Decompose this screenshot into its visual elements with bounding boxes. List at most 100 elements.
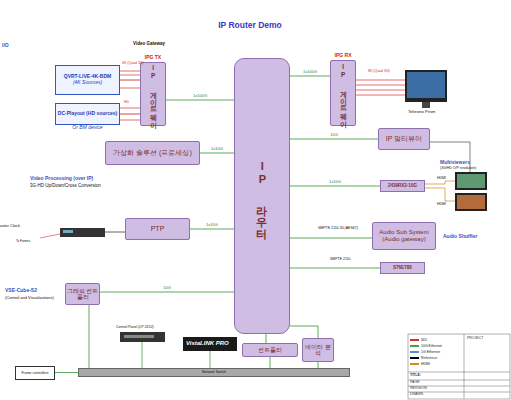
diagram-title: IP Router Demo [180,21,320,30]
title-rule [408,372,510,373]
note-label: 8K (Quad 3G) [368,70,390,74]
node-text: 데이터 분석 [303,344,333,357]
connector-line [89,305,90,368]
ptp-box: PTP [125,218,190,240]
note-label: I/O [2,43,9,49]
monitor-screen [457,195,485,209]
note-label: aster Clock [0,224,20,228]
note-label: VSE-Cube-S2 [5,288,37,294]
connector-line [166,100,234,101]
legend-row: Reference [410,355,462,361]
legend-text: SDI [421,338,427,342]
note-label: Audio Shuffler [443,234,477,240]
note-label: HD [124,101,129,105]
monitor-body [405,70,447,102]
connector-line [120,80,140,81]
source-box: DC-Playout (HD sources)Or BM device [55,103,120,125]
node-text: IP 라우터 [256,160,269,232]
controller-box: 그래픽 컨트롤러 [65,283,100,305]
multiview-monitors [425,142,487,211]
note-label: PROJECT [467,337,483,341]
note-label: Control Panel (LP-3152) [116,326,154,330]
legend-text: HDMI [421,362,430,366]
node-heading: IPG TX [145,55,161,61]
multiviewer-box: IP 멀티뷰어 [378,128,430,150]
note-label: HDMI [437,203,446,207]
node-text: 2439RX2-10G [388,183,417,188]
router-box: IP 라우터 [234,58,290,334]
control-hardware [120,332,237,368]
legend-swatch [410,357,419,359]
node-text: Network Switch [202,370,226,374]
legend-swatch [410,345,419,347]
sdi-wire [120,75,140,76]
device-box: S76ET88 [380,262,425,274]
vertical-text-column: IP 게이트웨이 [339,63,346,123]
connector-line [200,153,234,154]
device-box: 2439RX2-10G [380,180,425,192]
connector-line [100,292,234,293]
controller-box: 컨트롤러 [242,343,298,357]
title-rule [464,334,465,399]
connector-line [290,326,318,338]
note-label: SMPTE 2110 [330,258,351,262]
source-box: QVRT-LIVE-4K-BDM(4K Sources) [55,65,120,95]
legend-swatch [410,363,419,365]
connector-line [290,76,330,77]
processing-box: 가상화 솔루션 (프로세싱) [105,141,200,165]
connector-line [55,372,78,373]
vistalink-badge [183,337,237,351]
connector-line [290,139,378,140]
sdi-wire [356,80,405,81]
master-clock [40,228,125,238]
clock-wire [40,234,60,238]
node-text: Audio Sub System (Audio gateway) [373,229,435,243]
vertical-text-column: IP 게이트웨이 [149,64,156,124]
legend-swatch [410,339,419,341]
legend-row: 1G Ethernet [410,349,462,355]
sdi-wire [356,90,405,91]
node-heading: IPG RX [335,53,352,59]
legend-text: Reference [421,356,437,360]
node-text: IP 게이트웨이 [339,63,346,123]
node-text: DC-Playout (HD sources) [58,111,117,117]
title-rule [408,392,510,393]
connector-line [290,268,380,269]
legend-row: SDI [410,337,462,343]
control-panel [120,332,165,342]
legend-row: HDMI [410,361,462,367]
hdmi-wire [425,188,455,201]
note-label: 4K (Quad 3G) [122,62,144,66]
gateway-box: IP 게이트웨이IPG RX [330,60,356,126]
connector-label: 1x100G [193,94,207,98]
note-label: To Frames [16,240,30,243]
node-text: Frame controllers [21,371,48,375]
connector-label: 10G [163,286,171,290]
vertical-text-column: IP 라우터 [256,160,269,232]
connector-line [270,357,271,368]
legend: SDI10G Ethernet1G EthernetReferenceHDMI [410,337,462,367]
monitor-body [455,193,487,211]
connector-line [290,186,380,187]
monitor-body [455,172,487,190]
note-label: (Control and Visualizations) [5,296,54,300]
connector-label: 10G [330,133,338,137]
node-text: IP 게이트웨이 [149,64,156,124]
clock-wire [105,232,125,233]
network-wire [210,351,211,368]
note-label: SMPTE 2110-30 (AES67) [318,227,358,231]
connector-label: 1x100G [303,70,317,74]
connector-line [290,238,372,239]
node-note: Or BM device [72,125,102,131]
sdi-wire [120,88,140,89]
note-label: Video Gateway [133,42,165,47]
note-label: Tektronix Prism [408,110,435,114]
node-text: IP 멀티뷰어 [386,135,422,143]
connector-label: 1x10G [206,223,218,227]
audio-box: Audio Sub System (Audio gateway) [372,222,436,250]
node-text: PTP [151,225,165,233]
legend-text: 1G Ethernet [421,350,440,354]
node-text: 가상화 솔루션 (프로세싱) [113,149,192,157]
